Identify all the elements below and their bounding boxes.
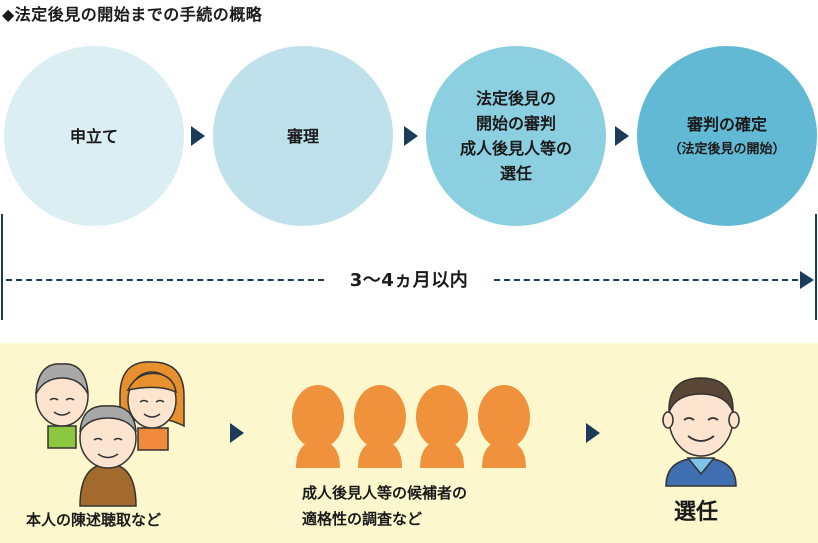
family-people-icon [35,361,185,507]
step-label: 法定後見の 開始の審判 成人後見人等の 選任 [459,89,572,183]
period-label: 3〜4ヵ月以内 [341,270,477,291]
left-detail-label: 本人の陳述聴取など [26,511,162,529]
arrow-right-icon [586,423,600,443]
step-circle-finalization: 審判の確定 （法定後見の開始） [637,46,817,226]
selected-guardian-icon [662,377,740,487]
arrow-right-icon [191,126,205,146]
arrow-right-icon [404,126,418,146]
middle-detail-label: 成人後見人等の候補者の 適格性の調査など [302,484,468,528]
timeline-dashed-line [494,279,798,281]
step-label: 申立て [69,126,118,146]
timeline-arrow-icon [800,271,814,289]
arrow-right-icon [230,423,244,443]
timeline-dashed-line [6,279,324,281]
step-circle-ruling: 法定後見の 開始の審判 成人後見人等の 選任 [426,46,606,226]
timeline-end-line [815,214,817,320]
candidate-silhouettes-icon [292,385,530,468]
period-label-wrap: 3〜4ヵ月以内 [0,266,818,292]
arrow-right-icon [615,126,629,146]
step-circle-hearing: 審理 [213,46,393,226]
step-label: 審判の確定 [686,114,767,134]
right-detail-label: 選任 [674,500,719,525]
page-title: ◆法定後見の開始までの手続の概略 [2,5,263,24]
step-circle-application: 申立て [4,46,184,226]
step-label: 審理 [286,126,319,146]
step-sublabel: （法定後見の開始） [668,141,786,157]
timeline-start-line [1,214,3,320]
